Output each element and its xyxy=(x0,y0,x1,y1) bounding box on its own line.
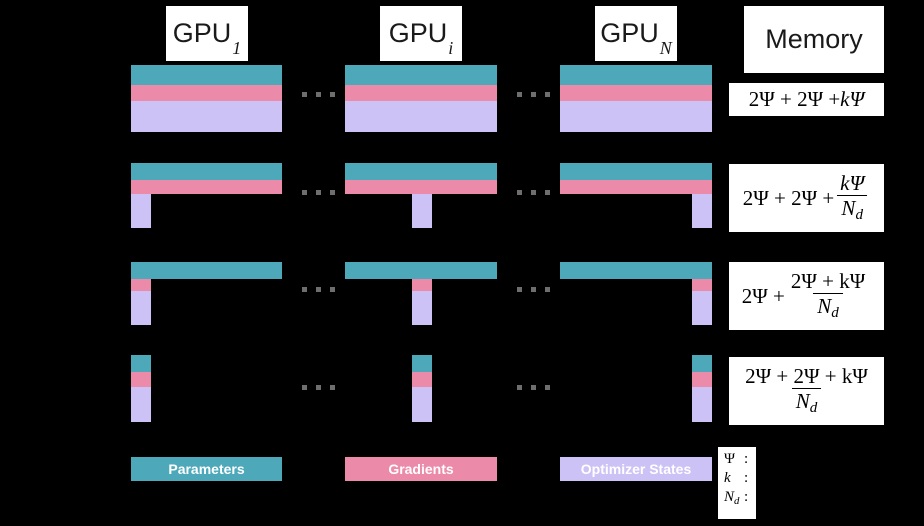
row3-memory-formula: 2Ψ + 2Ψ + kΨ Nd xyxy=(729,262,884,330)
gpu-label-1-text: GPU xyxy=(172,18,232,48)
row2-memory-numerator: kΨ xyxy=(840,170,865,195)
gpu-label-1-subscript: 1 xyxy=(232,38,242,58)
row2-memory-lead: 2Ψ + 2Ψ + xyxy=(742,185,835,210)
legend-label-parameters: Parameters xyxy=(168,461,245,477)
row3-gpui-gradients-segment xyxy=(412,279,432,291)
row4-memory-formula: 2Ψ + 2Ψ + kΨ Nd xyxy=(729,357,884,425)
row1-gpui-gradients-segment xyxy=(345,85,497,101)
row3-ellipsis-right xyxy=(517,287,550,292)
memory-column-header: Memory xyxy=(744,6,884,73)
row3-memory-fraction: 2Ψ + kΨ Nd xyxy=(787,270,869,322)
row2-memory-formula: 2Ψ + 2Ψ + kΨ Nd xyxy=(729,164,884,232)
gpu-label-i-subscript: i xyxy=(448,38,454,58)
row1-gpun-parameters-segment xyxy=(560,65,712,85)
row1-gpu1-optimizer-segment xyxy=(131,101,282,132)
row4-gpui-parameters-segment xyxy=(412,355,432,372)
row4-ellipsis-right xyxy=(517,385,550,390)
row2-memory-denominator: Nd xyxy=(837,194,867,224)
row2-gpui-gradients-segment xyxy=(345,180,497,194)
row4-gpu1-parameters-segment xyxy=(131,355,151,372)
row4-gpui-optimizer-segment xyxy=(412,387,432,422)
row3-gpun-parameters-segment xyxy=(560,262,712,279)
row2-gpun-parameters-segment xyxy=(560,163,712,180)
row2-gpu1-gradients-segment xyxy=(131,180,282,194)
row3-memory-numerator: 2Ψ + kΨ xyxy=(790,268,866,293)
row1-gpu1-gradients-segment xyxy=(131,85,282,101)
row2-gpu1-parameters-segment xyxy=(131,163,282,180)
row3-gpun-optimizer-segment xyxy=(692,291,712,325)
row1-gpun-gradients-segment xyxy=(560,85,712,101)
legend-label-optimizer-states: Optimizer States xyxy=(580,461,692,477)
row3-gpu1-parameters-segment xyxy=(131,262,282,279)
row1-gpu1-parameters-segment xyxy=(131,65,282,85)
row1-ellipsis-right xyxy=(517,92,550,97)
row4-memory-numerator: 2Ψ + 2Ψ + kΨ xyxy=(745,363,868,388)
row4-memory-denominator: Nd xyxy=(791,387,822,417)
symbol-key-row-nd: Nd : xyxy=(724,488,752,509)
row2-gpun-gradients-segment xyxy=(560,180,712,194)
gpu-label-i-text: GPU xyxy=(388,18,448,48)
row3-gpu1-gradients-segment xyxy=(131,279,151,291)
row4-gpu1-gradients-segment xyxy=(131,372,151,387)
gpu-label-n-text: GPU xyxy=(600,18,659,48)
row1-gpun-optimizer-segment xyxy=(560,101,712,132)
row3-gpui-optimizer-segment xyxy=(412,291,432,325)
gpu-label-n-subscript: N xyxy=(659,38,672,58)
symbol-k: k xyxy=(724,470,731,487)
row4-memory-fraction: 2Ψ + 2Ψ + kΨ Nd xyxy=(741,365,872,417)
row1-gpui-optimizer-segment xyxy=(345,101,497,132)
row3-ellipsis-left xyxy=(302,287,335,292)
symbol-key-row-k: k : xyxy=(724,469,752,488)
symbol-psi-separator: : xyxy=(744,451,749,467)
legend-item-parameters: Parameters xyxy=(131,457,282,481)
row4-gpu1-optimizer-segment xyxy=(131,387,151,422)
row1-ellipsis-left xyxy=(302,92,335,97)
row4-gpun-parameters-segment xyxy=(692,355,712,372)
row2-gpun-optimizer-segment xyxy=(692,194,712,228)
row1-memory-tail: kΨ xyxy=(840,87,865,111)
row4-gpun-gradients-segment xyxy=(692,372,712,387)
row2-gpu1-optimizer-segment xyxy=(131,194,151,228)
row3-gpun-gradients-segment xyxy=(692,279,712,291)
row3-memory-denominator: Nd xyxy=(813,292,843,322)
row1-memory-formula: 2Ψ + 2Ψ + kΨ xyxy=(729,83,884,116)
row1-gpui-parameters-segment xyxy=(345,65,497,85)
symbol-key-row-psi: Ψ : xyxy=(724,450,752,469)
row3-gpu1-optimizer-segment xyxy=(131,291,151,325)
symbol-nd: Nd xyxy=(724,489,740,508)
legend-item-optimizer-states: Optimizer States xyxy=(560,457,712,481)
row3-memory-lead: 2Ψ + xyxy=(741,283,785,308)
row2-gpui-optimizer-segment xyxy=(412,194,432,228)
symbol-key: Ψ : k : Nd : xyxy=(718,447,756,519)
row4-ellipsis-left xyxy=(302,385,335,390)
symbol-psi: Ψ xyxy=(724,451,736,467)
row2-memory-fraction: kΨ Nd xyxy=(836,172,868,224)
symbol-k-separator: : xyxy=(744,470,749,487)
row2-ellipsis-left xyxy=(302,190,335,195)
symbol-nd-separator: : xyxy=(744,489,749,506)
row4-gpui-gradients-segment xyxy=(412,372,432,387)
row2-gpui-parameters-segment xyxy=(345,163,497,180)
row1-memory-lead: 2Ψ + 2Ψ + xyxy=(748,87,841,111)
row4-gpun-optimizer-segment xyxy=(692,387,712,422)
row2-ellipsis-right xyxy=(517,190,550,195)
row3-gpui-parameters-segment xyxy=(345,262,497,279)
legend-item-gradients: Gradients xyxy=(345,457,497,481)
legend-label-gradients: Gradients xyxy=(388,461,454,477)
